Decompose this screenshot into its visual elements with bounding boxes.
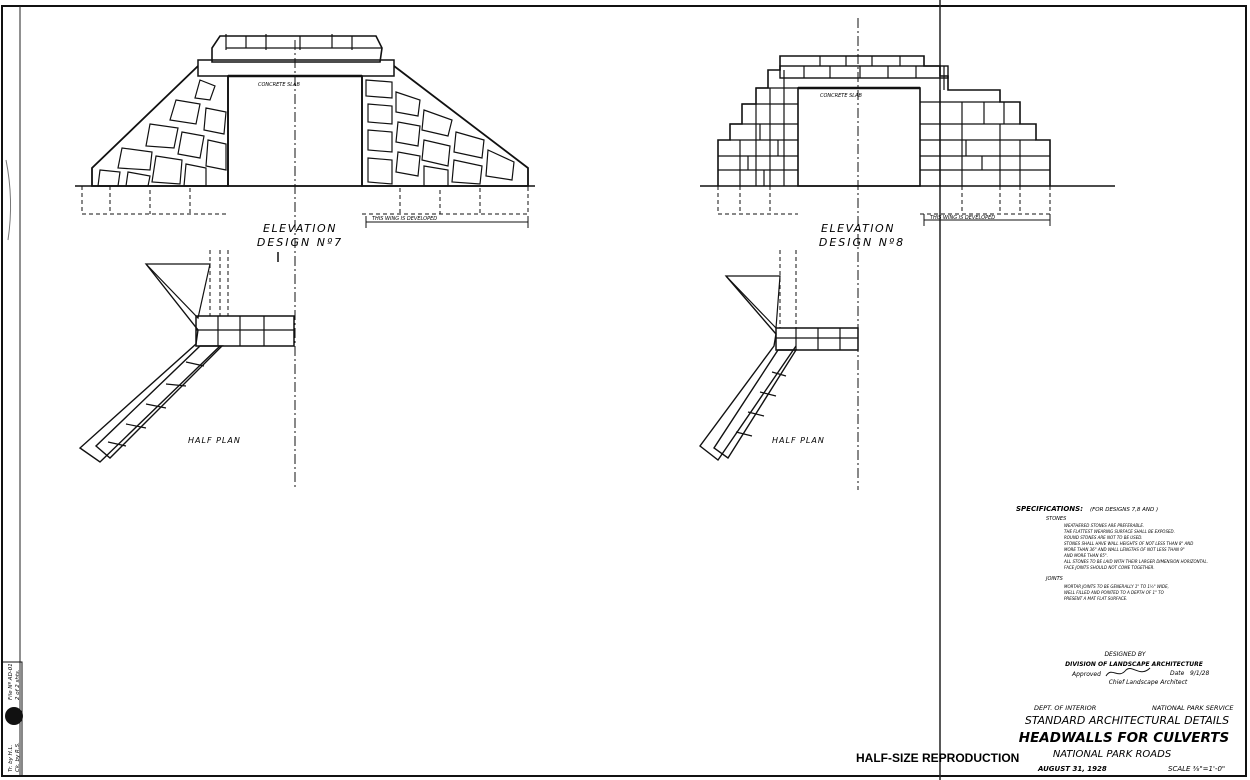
title-block: DEPT. OF INTERIOR NATIONAL PARK SERVICE … bbox=[856, 704, 1234, 773]
spec-stones-line: STONES SHALL HAVE WALL HEIGHTS OF NOT LE… bbox=[1064, 541, 1193, 546]
spec-scope: (FOR DESIGNS 7,8 AND ) bbox=[1090, 507, 1158, 513]
design7-design-title: DESIGN Nº7 bbox=[257, 236, 343, 249]
spec-heading: SPECIFICATIONS: bbox=[1016, 505, 1083, 513]
design8-plan-stone-joints bbox=[735, 371, 787, 437]
margin-strip: Tr. by H.L. Ck. by R.S. File Nº AD-01 2 … bbox=[1, 661, 23, 777]
design8-plan-headwall-joints bbox=[776, 328, 858, 350]
design7-cap bbox=[211, 35, 383, 63]
division-name: DIVISION OF LANDSCAPE ARCHITECTURE bbox=[1065, 661, 1204, 668]
design7-wing-note: THIS WING IS DEVELOPED bbox=[372, 216, 437, 222]
spec-stones-line: FACE JOINTS SHOULD NOT COME TOGETHER. bbox=[1064, 565, 1155, 570]
spec-stones-line: MORE THAN 36" AND WALL LENGTHS OF NOT LE… bbox=[1064, 547, 1185, 552]
design8-foundation bbox=[717, 186, 1051, 215]
design7-left-wing-stones bbox=[97, 79, 227, 187]
design7-plan-headwall-joints bbox=[196, 316, 294, 346]
spec-stones-line: WEATHERED STONES ARE PREFERABLE. bbox=[1064, 523, 1144, 528]
approval-signature bbox=[1105, 667, 1151, 677]
margin-strip-item: Tr. by H.L. bbox=[8, 744, 14, 772]
spec-stones-line: THE FLATTEST WEARING SURFACE SHALL BE EX… bbox=[1064, 529, 1175, 534]
design7-half-plan bbox=[78, 250, 295, 463]
specifications-block: SPECIFICATIONS: (FOR DESIGNS 7,8 AND ) S… bbox=[1016, 505, 1208, 601]
design8-plan-wing-outline bbox=[699, 275, 797, 462]
designed-by: DESIGNED BY bbox=[1104, 651, 1146, 658]
design8-wing-dimension bbox=[923, 214, 1051, 226]
design8-plan-headwall bbox=[775, 327, 859, 351]
design8-coping bbox=[779, 65, 949, 79]
spec-stones-line: ROUND STONES ARE NOT TO BE USED. bbox=[1064, 535, 1143, 540]
spec-joints-line: WELL FILLED AND POINTED TO A DEPTH OF 1"… bbox=[1064, 590, 1164, 595]
half-size-reproduction: HALF-SIZE REPRODUCTION bbox=[856, 751, 1019, 765]
spec-stones-line: AND MORE THAN 65". bbox=[1063, 553, 1108, 558]
design8-half-plan bbox=[699, 250, 859, 462]
design8-plan-label: HALF PLAN bbox=[772, 436, 825, 445]
approval-block: DESIGNED BY DIVISION OF LANDSCAPE ARCHIT… bbox=[1065, 651, 1209, 686]
title-line1: STANDARD ARCHITECTURAL DETAILS bbox=[1025, 714, 1229, 727]
design8-right-step-outline bbox=[798, 55, 1051, 186]
design8-culvert-opening bbox=[797, 87, 921, 187]
design7-plan-wingwall-top bbox=[144, 263, 211, 320]
design7-plan-headwall bbox=[195, 315, 295, 347]
design8-plan-wing-stones bbox=[713, 349, 798, 460]
design8-left-step-outline bbox=[717, 55, 798, 186]
date-value: 9/1/28 bbox=[1190, 670, 1209, 677]
design7-foundation bbox=[81, 186, 529, 215]
design7-elevation bbox=[75, 34, 535, 490]
design7-elevation-title: ELEVATION bbox=[263, 222, 337, 235]
margin-strip-item: File Nº AD-01 bbox=[7, 663, 14, 700]
design8-left-courses bbox=[718, 70, 798, 186]
design7-cap-joints bbox=[225, 34, 382, 50]
design7-right-wing-stones bbox=[365, 79, 515, 187]
margin-strip-item: 2 of 2 shts. bbox=[15, 669, 21, 700]
design8-design-title: DESIGN Nº8 bbox=[819, 236, 905, 249]
spec-joints-heading: JOINTS bbox=[1045, 576, 1064, 582]
service-label: NATIONAL PARK SERVICE bbox=[1152, 704, 1234, 712]
spec-stones-line: ALL STONES TO BE LAID WITH THEIR LARGER … bbox=[1063, 559, 1208, 564]
design8-right-courses bbox=[920, 66, 1050, 186]
design8-elevation bbox=[700, 18, 1115, 490]
design8-wing-note: THIS WING IS DEVELOPED bbox=[930, 215, 995, 221]
design7-plan-stone-joints bbox=[107, 361, 205, 447]
title-line3: NATIONAL PARK ROADS bbox=[1053, 749, 1172, 760]
drawing-scale: SCALE ⅜"=1'-0" bbox=[1168, 765, 1225, 773]
chief-title: Chief Landscape Architect bbox=[1109, 679, 1188, 686]
design8-cap-joints bbox=[803, 56, 917, 78]
date-label: Date bbox=[1170, 670, 1185, 677]
spec-stones-heading: STONES bbox=[1046, 516, 1067, 522]
dept-label: DEPT. OF INTERIOR bbox=[1034, 704, 1096, 712]
design7-left-wing bbox=[91, 65, 229, 187]
approved-label: Approved bbox=[1071, 671, 1101, 678]
design8-elevation-title: ELEVATION bbox=[821, 222, 895, 235]
design8-plan-wingwall-top bbox=[724, 275, 781, 330]
drawing-date: AUGUST 31, 1928 bbox=[1037, 765, 1107, 773]
spec-joints-line: MORTAR JOINTS TO BE GENERALLY 1" TO 1½" … bbox=[1064, 584, 1169, 589]
design7-plan-label: HALF PLAN bbox=[188, 436, 241, 445]
margin-strip-item: Ck. by R.S. bbox=[15, 742, 21, 772]
design7-plan-wing-stones bbox=[94, 345, 224, 459]
spec-joints-line: PRESENT A MAT FLAT SURFACE. bbox=[1064, 596, 1127, 601]
design7-right-wing bbox=[361, 65, 529, 187]
design8-slab-label: CONCRETE SLAB bbox=[820, 93, 862, 99]
design7-plan-hidden-lines bbox=[209, 250, 229, 316]
punch-hole bbox=[5, 707, 23, 725]
design7-wing-dimension bbox=[365, 216, 529, 228]
design8-plan-hidden-lines bbox=[779, 250, 797, 328]
design7-plan-wing-outline bbox=[78, 263, 221, 463]
title-line2: HEADWALLS FOR CULVERTS bbox=[1019, 730, 1229, 746]
design7-slab-label: CONCRETE SLAB bbox=[258, 82, 300, 88]
sheet-border bbox=[1, 5, 1247, 777]
paper-edge-curl bbox=[5, 159, 12, 241]
